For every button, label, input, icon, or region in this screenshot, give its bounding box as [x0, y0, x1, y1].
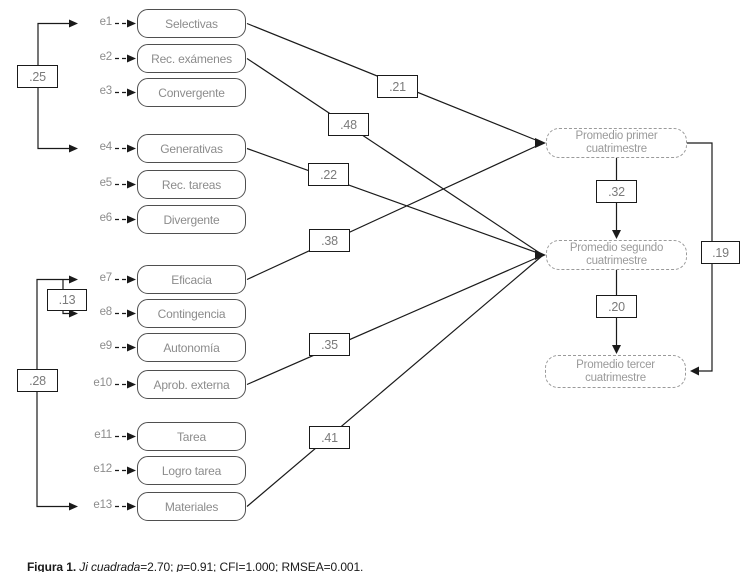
- path-coef-rec-examenes-segundo: .48: [328, 113, 369, 136]
- outcome-box-segundo-cuatrimestre: Promedio segundo cuatrimestre: [546, 240, 687, 270]
- figure-caption: Figura 1. Ji cuadrada=2.70; p=0.91; CFI=…: [14, 546, 363, 572]
- caption-ji-cuadrada-value: =2.70;: [140, 560, 177, 572]
- outcome-tercer-line2: cuatrimestre: [585, 371, 646, 384]
- observed-box-aprob-externa: Aprob. externa: [137, 370, 246, 399]
- outcome-segundo-line2: cuatrimestre: [586, 255, 647, 267]
- error-label-e10: e10: [93, 377, 112, 389]
- observed-box-eficacia: Eficacia: [137, 265, 246, 294]
- structural-coef-segundo-tercer: .20: [596, 295, 637, 318]
- observed-box-selectivas: Selectivas: [137, 9, 246, 38]
- error-label-e12: e12: [93, 463, 112, 475]
- outcome-primer-line1: Promedio primer: [575, 130, 658, 142]
- caption-fit-stats: =0.91; CFI=1.000; RMSEA=0.001.: [183, 560, 364, 572]
- covariance-box-e1-e4: .25: [17, 65, 58, 88]
- observed-box-convergente: Convergente: [137, 78, 246, 107]
- path-coef-materiales-segundo: .41: [309, 426, 350, 449]
- covariance-e7-e13-link: [36, 275, 78, 511]
- error-term-arrows: [115, 22, 129, 508]
- observed-box-divergente: Divergente: [137, 205, 246, 234]
- error-label-e9: e9: [99, 340, 113, 352]
- path-coef-aprob-externa-segundo: .35: [309, 333, 350, 356]
- path-coef-eficacia-primer: .38: [309, 229, 350, 252]
- error-label-e2: e2: [99, 51, 113, 63]
- observed-box-contingencia: Contingencia: [137, 299, 246, 328]
- caption-figure-number: Figura 1.: [26, 560, 80, 572]
- paths-to-primer: [246, 22, 546, 281]
- paths-to-segundo: [246, 58, 546, 507]
- error-label-e7: e7: [99, 272, 113, 284]
- error-label-e11: e11: [94, 429, 112, 441]
- outcome-segundo-line1: Promedio segundo: [569, 242, 664, 254]
- error-label-e13: e13: [93, 499, 112, 511]
- path-coef-generativas-segundo: .22: [308, 163, 349, 186]
- caption-ji-cuadrada-label: Ji cuadrada: [79, 560, 141, 572]
- error-label-e4: e4: [99, 141, 113, 153]
- outcome-box-tercer-cuatrimestre: Promedio tercer cuatrimestre: [545, 355, 686, 388]
- covariance-box-e7-e8: .13: [47, 289, 87, 311]
- observed-box-autonomia: Autonomía: [137, 333, 246, 362]
- observed-box-rec-tareas: Rec. tareas: [137, 170, 246, 199]
- observed-box-rec-examenes: Rec. exámenes: [137, 44, 246, 73]
- observed-box-generativas: Generativas: [137, 134, 246, 163]
- structural-coef-primer-segundo: .32: [596, 180, 637, 203]
- error-label-e3: e3: [99, 85, 113, 97]
- outcome-primer-line2: cuatrimestre: [586, 143, 647, 155]
- observed-box-tarea: Tarea: [137, 422, 246, 451]
- caption-p-label: p: [176, 560, 184, 572]
- covariance-box-e7-e13: .28: [17, 369, 58, 392]
- error-label-e5: e5: [99, 177, 113, 189]
- observed-box-materiales: Materiales: [137, 492, 246, 521]
- observed-box-logro-tarea: Logro tarea: [137, 456, 246, 485]
- error-label-e8: e8: [99, 306, 113, 318]
- error-label-e1: e1: [99, 16, 113, 28]
- structural-coef-primer-tercer: .19: [701, 241, 740, 264]
- path-coef-selectivas-primer: .21: [377, 75, 418, 98]
- outcome-box-primer-cuatrimestre: Promedio primer cuatrimestre: [546, 128, 687, 158]
- error-label-e6: e6: [99, 212, 113, 224]
- error-term-arrowheads: [127, 19, 136, 511]
- outcome-tercer-line1: Promedio tercer: [576, 358, 655, 371]
